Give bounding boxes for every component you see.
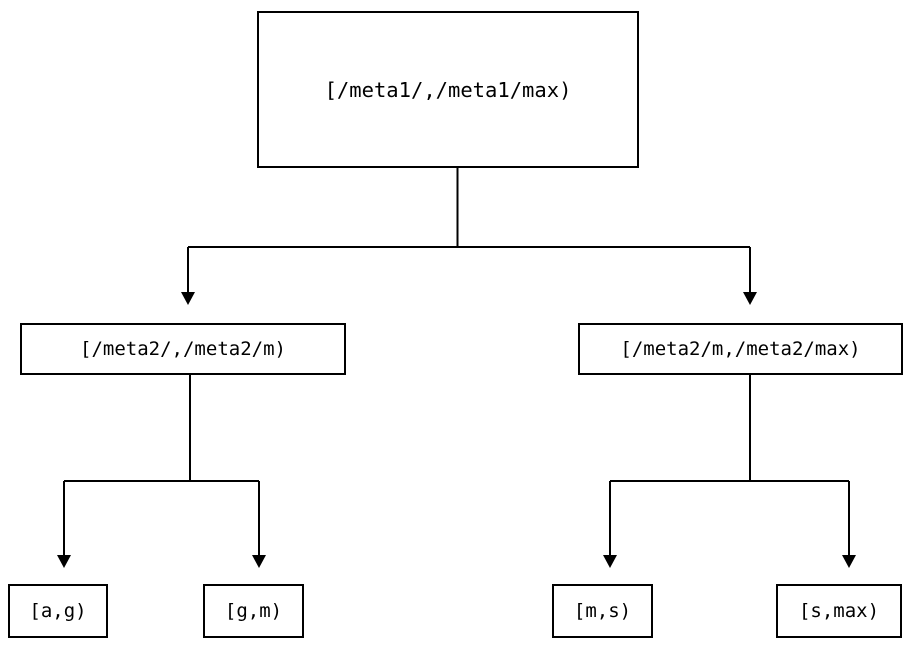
node-root[interactable]: [/meta1/,/meta1/max) [257, 11, 639, 168]
node-leaf-a-g[interactable]: [a,g) [8, 584, 108, 638]
arrowhead-down-icon [252, 555, 266, 568]
arrowhead-down-icon [603, 555, 617, 568]
arrowhead-down-icon [743, 292, 757, 305]
arrowhead-down-icon [842, 555, 856, 568]
arrowhead-down-icon [57, 555, 71, 568]
arrowhead-down-icon [181, 292, 195, 305]
node-leaf-g-m[interactable]: [g,m) [203, 584, 304, 638]
node-mid-right[interactable]: [/meta2/m,/meta2/max) [578, 323, 903, 375]
node-leaf-m-s[interactable]: [m,s) [552, 584, 653, 638]
node-mid-left[interactable]: [/meta2/,/meta2/m) [20, 323, 346, 375]
node-leaf-s-max[interactable]: [s,max) [776, 584, 902, 638]
